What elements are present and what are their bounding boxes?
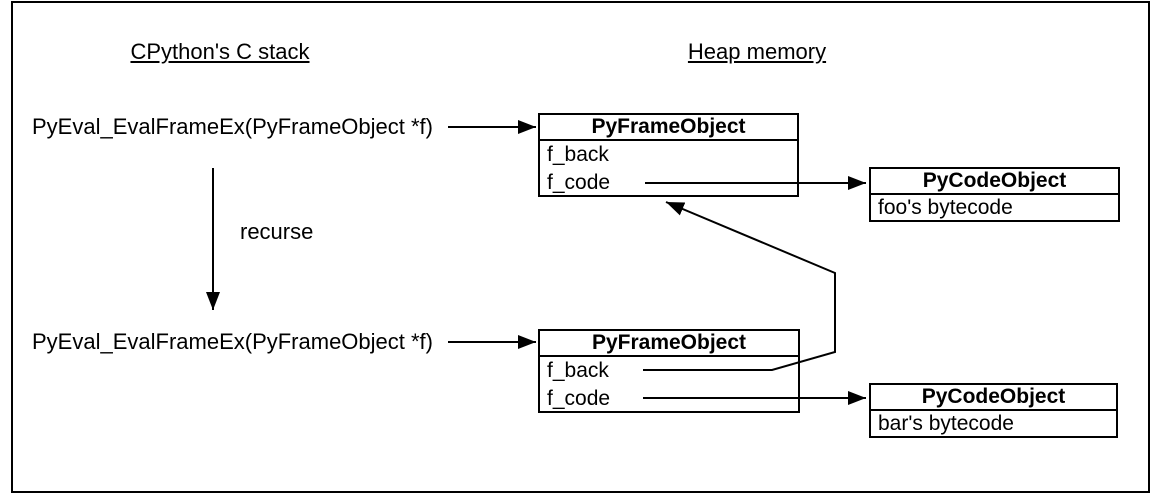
pyframeobject-1-field-fback: f_back — [547, 143, 609, 166]
pycodeobject-2-title: PyCodeObject — [871, 385, 1116, 411]
pycodeobject-1-title: PyCodeObject — [871, 169, 1118, 195]
stack-call-2: PyEval_EvalFrameEx(PyFrameObject *f) — [32, 329, 433, 354]
pyframeobject-box-2: PyFrameObject f_back f_code — [538, 329, 800, 413]
pycodeobject-box-2: PyCodeObject bar's bytecode — [869, 383, 1118, 438]
pyframeobject-2-field-fback: f_back — [547, 359, 609, 382]
pyframeobject-2-title: PyFrameObject — [540, 331, 798, 357]
pyframeobject-2-field-fcode: f_code — [547, 387, 611, 410]
pyframeobject-1-field-fcode: f_code — [547, 171, 611, 194]
pycodeobject-1-body: foo's bytecode — [878, 196, 1013, 219]
pyframeobject-box-1: PyFrameObject f_back f_code — [538, 113, 799, 197]
pycodeobject-box-1: PyCodeObject foo's bytecode — [869, 167, 1120, 222]
stack-call-1: PyEval_EvalFrameEx(PyFrameObject *f) — [32, 114, 433, 139]
pyframeobject-1-title: PyFrameObject — [540, 115, 797, 141]
figure-border — [11, 1, 1150, 493]
heap-column-heading: Heap memory — [687, 39, 827, 64]
recurse-label: recurse — [240, 219, 314, 244]
pycodeobject-2-body: bar's bytecode — [878, 412, 1014, 435]
stack-column-heading: CPython's C stack — [130, 39, 310, 64]
